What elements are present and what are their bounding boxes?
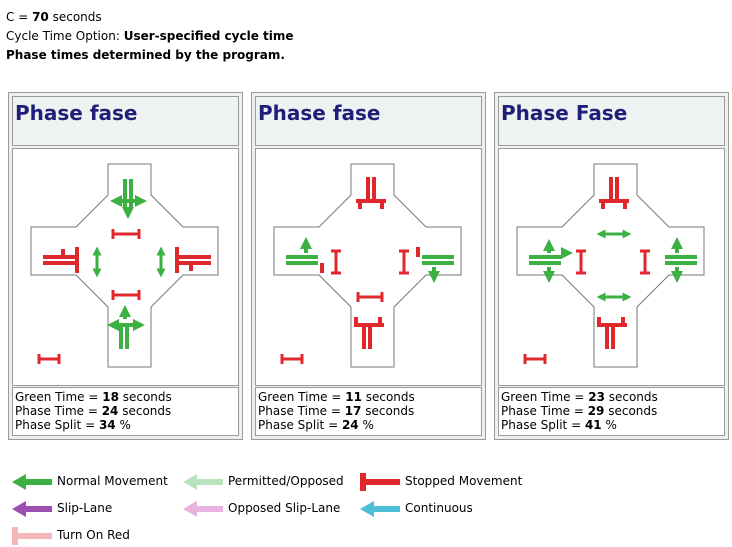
intersection-svg (516, 163, 705, 368)
west-approach (43, 247, 79, 273)
cyan-arrow-icon (360, 501, 400, 517)
west-approach (286, 237, 324, 273)
phase-title-box: Phase Fase (498, 96, 725, 146)
pink-arrow-icon (183, 501, 223, 517)
stop-bar-icon (37, 354, 61, 364)
stop-bar-icon (111, 290, 141, 300)
cycle-value: 70 (32, 10, 49, 24)
stop-bar-icon (331, 249, 341, 275)
west-approach (529, 239, 573, 283)
phase-title-box: Phase fase (255, 96, 482, 146)
intersection-diagram (498, 148, 725, 386)
option-label: Cycle Time Option: (6, 29, 124, 43)
north-approach (599, 177, 629, 209)
phase-title-box: Phase fase (12, 96, 239, 146)
stop-bar-icon (399, 249, 409, 275)
north-approach (110, 179, 147, 219)
stop-bar-icon (360, 473, 400, 491)
cycle-time-option: Cycle Time Option: User-specified cycle … (6, 28, 294, 45)
stop-bar-icon (280, 354, 304, 364)
phase-time: Phase Time = 17 seconds (258, 404, 415, 418)
phase-split: Phase Split = 24 % (258, 418, 374, 432)
cycle-length: C = 70 seconds (6, 9, 102, 26)
east-approach (175, 247, 211, 273)
phase-time: Phase Time = 24 seconds (15, 404, 172, 418)
stop-bar-icon (640, 249, 650, 275)
intersection-diagram (255, 148, 482, 386)
north-approach (356, 177, 386, 209)
phase-time: Phase Time = 29 seconds (501, 404, 658, 418)
green-time: Green Time = 18 seconds (15, 390, 172, 404)
cycle-suffix: seconds (48, 10, 102, 24)
phase-panel-1: Phase fase (8, 92, 243, 440)
phase-note-text: Phase times determined by the program. (6, 48, 285, 62)
phase-title: Phase Fase (501, 101, 628, 125)
south-approach (597, 317, 627, 349)
pink-stop-bar-icon (12, 527, 52, 545)
stop-bar-icon (356, 292, 384, 302)
south-approach (107, 305, 145, 349)
east-approach (416, 247, 454, 283)
cycle-prefix: C = (6, 10, 33, 24)
east-approach (665, 237, 697, 283)
option-value: User-specified cycle time (123, 29, 294, 43)
light-green-arrow-icon (183, 474, 223, 490)
stop-bar-icon (576, 249, 586, 275)
phase-info: Green Time = 18 seconds Phase Time = 24 … (12, 387, 239, 436)
intersection-svg (30, 163, 219, 368)
green-time: Green Time = 23 seconds (501, 390, 658, 404)
phase-info: Green Time = 23 seconds Phase Time = 29 … (498, 387, 725, 436)
phase-info: Green Time = 11 seconds Phase Time = 17 … (255, 387, 482, 436)
phase-note: Phase times determined by the program. (6, 47, 285, 64)
intersection-diagram (12, 148, 239, 386)
green-time: Green Time = 11 seconds (258, 390, 415, 404)
phase-panel-2: Phase fase (251, 92, 486, 440)
stop-bar-icon (111, 229, 141, 239)
stop-bar-icon (523, 354, 547, 364)
phase-panel-3: Phase Fase (494, 92, 729, 440)
phase-title: Phase fase (258, 101, 381, 125)
south-approach (354, 317, 384, 349)
green-arrow-icon (12, 474, 52, 490)
purple-arrow-icon (12, 501, 52, 517)
intersection-svg (273, 163, 462, 368)
phase-title: Phase fase (15, 101, 138, 125)
phase-split: Phase Split = 41 % (501, 418, 617, 432)
phase-split: Phase Split = 34 % (15, 418, 131, 432)
